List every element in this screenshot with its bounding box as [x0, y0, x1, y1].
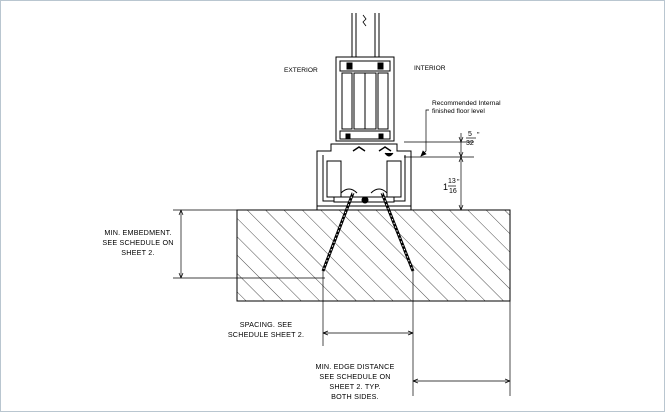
height-dimension-unit: " [457, 179, 460, 186]
gap-dimension-unit: " [477, 132, 480, 139]
height-dimension-label: 1 13 16 " [443, 178, 460, 195]
height-dimension-numerator: 13 [448, 178, 456, 185]
embedment-note-line-1: MIN. EMBEDMENT. [104, 228, 171, 237]
spacing-note: SPACING. SEE SCHEDULE SHEET 2. [228, 320, 304, 339]
edge-distance-note: MIN. EDGE DISTANCE SEE SCHEDULE ON SHEET… [316, 362, 395, 401]
embedment-note: MIN. EMBEDMENT. SEE SCHEDULE ON SHEET 2. [102, 228, 173, 257]
height-dimension-whole: 1 [443, 182, 448, 192]
edge-distance-note-line-4: BOTH SIDES. [331, 392, 379, 401]
gap-dimension-denominator: 32 [466, 140, 474, 147]
edge-distance-note-line-3: SHEET 2. TYP. [329, 382, 380, 391]
spacing-note-line-1: SPACING. SEE [240, 320, 293, 329]
spacing-note-line-2: SCHEDULE SHEET 2. [228, 330, 304, 339]
exterior-label: EXTERIOR [284, 67, 318, 74]
edge-distance-note-line-2: SEE SCHEDULE ON [319, 372, 390, 381]
window-frame-section [316, 13, 412, 211]
gap-dimension-numerator: 5 [468, 131, 472, 138]
concrete-substrate [236, 209, 511, 302]
floor-level-note-line-2: finished floor level [432, 108, 485, 115]
edge-distance-note-line-1: MIN. EDGE DISTANCE [316, 362, 395, 371]
interior-label: INTERIOR [414, 65, 446, 72]
height-dimension-denominator: 16 [449, 188, 457, 195]
fixing-screws [321, 192, 415, 272]
gap-dimension-label: 5 32 " [466, 131, 480, 147]
floor-level-note-line-1: Recommended Internal [432, 100, 501, 107]
embedment-note-line-2: SEE SCHEDULE ON [102, 238, 173, 247]
embedment-note-line-3: SHEET 2. [121, 248, 154, 257]
dimension-lines [173, 109, 511, 396]
